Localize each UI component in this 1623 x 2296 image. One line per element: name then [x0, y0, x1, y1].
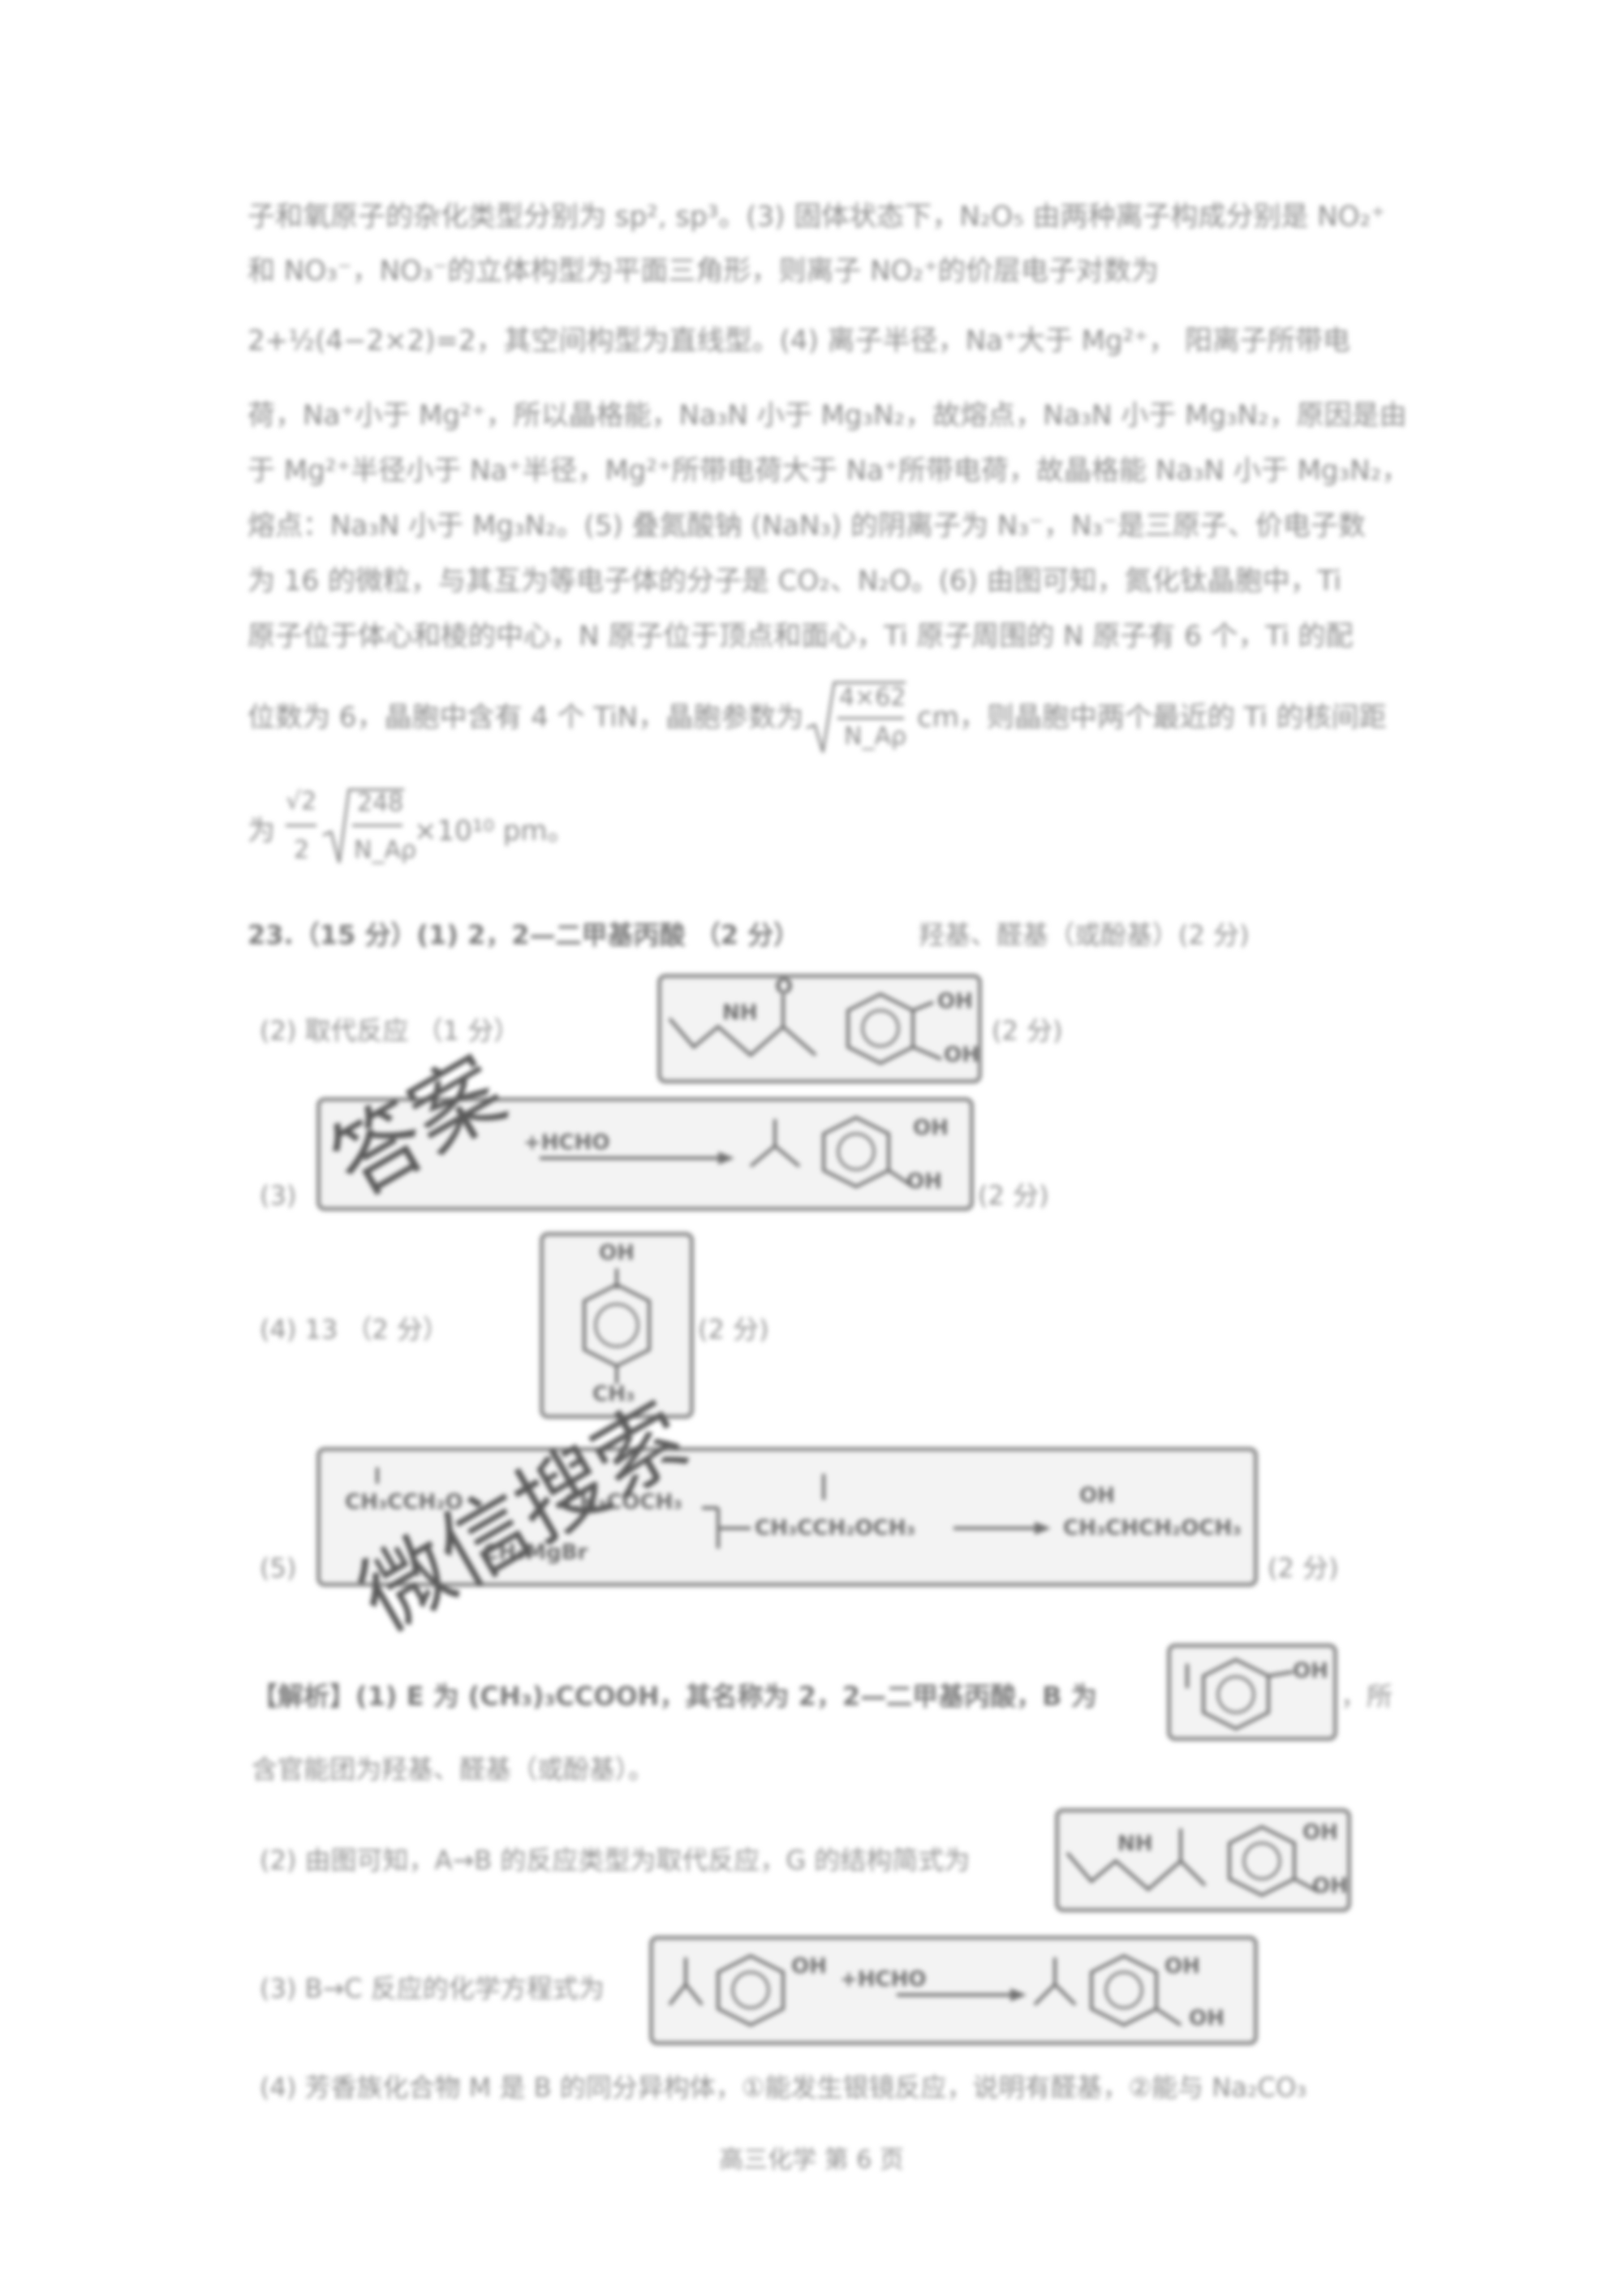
- text-line: 2+½(4−2×2)=2，其空间构型为直线型。(4) 离子半径，Na⁺大于 Mg…: [248, 323, 1350, 359]
- formula-root-1-num: 4×62: [839, 683, 906, 712]
- group-oh: OH: [599, 1241, 635, 1265]
- q23-answer-4: (4) 13 （2 分）: [260, 1314, 449, 1345]
- analysis-text: ，所: [1341, 1681, 1393, 1712]
- group-oh: OH: [913, 1116, 949, 1140]
- equation-box-b-c-2: OH +HCHO OH OH: [649, 1936, 1258, 2045]
- score: (2 分): [992, 1015, 1063, 1046]
- text-line: 位数为 6，晶胞中含有 4 个 TiN，晶胞参数为: [248, 701, 804, 734]
- synthesis-route-box: CH₃CCH₂O CH₃MgBr CH₃COCH₃ CH₃CCH₂OCH₃ CH…: [316, 1447, 1258, 1587]
- score: (2 分): [1268, 1553, 1339, 1583]
- group-oh: OH: [944, 1043, 979, 1067]
- group-nh: NH: [1117, 1832, 1153, 1856]
- group-oh: OH: [1302, 1820, 1338, 1845]
- q23-answer-2: (2) 取代反应 （1 分）: [260, 1015, 520, 1046]
- formula-root-2: [286, 788, 404, 864]
- formula-sqrt2: √2: [286, 787, 317, 816]
- group-oh: OH: [937, 989, 973, 1014]
- text-line: 为 16 的微粒，与其互为等电子体的分子是 CO₂、N₂O。(6) 由图可知，氮…: [248, 565, 1341, 597]
- equation-box-b-c: +HCHO OH OH: [316, 1097, 974, 1211]
- text-line: 荷，Na⁺小于 Mg²⁺，所以晶格能，Na₃N 小于 Mg₃N₂，故熔点，Na₃…: [248, 399, 1407, 432]
- text-line: 和 NO₃⁻，NO₃⁻的立体构型为平面三角形，则离子 NO₂⁺的价层电子对数为: [248, 255, 1159, 287]
- reagent-hcho: +HCHO: [523, 1131, 610, 1155]
- formula-root-1-den: N_Aρ: [844, 722, 907, 751]
- analysis-text: 【解析】(1) E 为 (CH₃)₃CCOOH，其名称为 2，2—二甲基丙酸，B…: [252, 1681, 1097, 1712]
- intermediate: CH₃CCH₂OCH₃: [755, 1516, 915, 1540]
- text-line: 为: [248, 815, 275, 847]
- analysis-text: 含官能团为羟基、醛基（或酚基）。: [252, 1754, 655, 1785]
- group-oh: OH: [1165, 1954, 1200, 1979]
- formula-root-2-num: 248: [357, 789, 404, 817]
- reagent-hcho: +HCHO: [840, 1967, 927, 1992]
- formula-root-1: [806, 681, 906, 753]
- text-line-content: 2+½(4−2×2)=2，其空间构型为直线型。(4) 离子半径，Na⁺大于 Mg…: [248, 325, 1350, 357]
- analysis-text: (3) B→C 反应的化学方程式为: [260, 1973, 605, 2004]
- page-footer: 高三化学 第 6 页: [719, 2146, 904, 2174]
- formula-sqrt2-den: 2: [294, 836, 310, 864]
- score: (2 分): [978, 1180, 1049, 1211]
- structure-box-b: OH: [1167, 1643, 1337, 1741]
- group-oh: OH: [1079, 1484, 1115, 1508]
- structure-box-g: NH O OH OH: [657, 974, 982, 1083]
- reactant-1: CH₃CCH₂O: [345, 1490, 463, 1514]
- structure-box-m: OH CH₃: [540, 1232, 694, 1419]
- formula-root-2-den: N_Aρ: [354, 836, 417, 864]
- text-line: 原子位于体心和棱的中心，N 原子位于顶点和面心，Ti 原子周围的 N 原子有 6…: [248, 620, 1354, 653]
- group-oh: OH: [1189, 2006, 1225, 2031]
- q23-header: 23.（15 分）(1) 2，2—二甲基丙酸 （2 分）: [248, 920, 800, 950]
- group-oh: OH: [791, 1954, 827, 1979]
- text-line: ×10¹⁰ pm。: [414, 815, 575, 847]
- q23-answer-5: (5): [260, 1553, 297, 1583]
- text-line: 熔点：Na₃N 小于 Mg₃N₂。(5) 叠氮酸钠 (NaN₃) 的阴离子为 N…: [248, 510, 1366, 542]
- reactant-3: CH₃COCH₃: [564, 1490, 682, 1514]
- q23-answer-3: (3): [260, 1180, 297, 1211]
- text-line: 于 Mg²⁺半径小于 Na⁺半径，Mg²⁺所带电荷大于 Na⁺所带电荷，故晶格能…: [248, 454, 1410, 487]
- final-product: CH₃CHCH₂OCH₃: [1063, 1516, 1242, 1540]
- group-ch3: CH₃: [592, 1382, 635, 1406]
- text-line: 子和氧原子的杂化类型分别为 sp², sp³。(3) 固体状态下，N₂O₅ 由两…: [248, 200, 1386, 233]
- q23-header-2: 羟基、醛基（或酚基）(2 分): [919, 920, 1250, 950]
- group-oh: OH: [1312, 1874, 1348, 1898]
- group-oh: OH: [1293, 1659, 1328, 1683]
- score: (2 分): [698, 1314, 769, 1345]
- text-line: cm，则晶胞中两个最近的 Ti 的核间距: [917, 701, 1387, 734]
- group-nh: NH: [722, 1001, 758, 1025]
- structure-box-g-2: NH OH OH: [1055, 1808, 1351, 1912]
- group-o: O: [775, 975, 794, 999]
- analysis-text: (4) 芳香族化合物 M 是 B 的同分异构体，①能发生银镜反应，说明有醛基，②…: [260, 2072, 1307, 2103]
- reactant-2: CH₃MgBr: [483, 1540, 588, 1565]
- group-oh: OH: [906, 1170, 942, 1194]
- analysis-text: (2) 由图可知，A→B 的反应类型为取代反应，G 的结构简式为: [260, 1845, 971, 1876]
- analysis-line: 【解析】(1) E 为 (CH₃)₃CCOOH，其名称为 2，2—二甲基丙酸，B…: [252, 1680, 1097, 1712]
